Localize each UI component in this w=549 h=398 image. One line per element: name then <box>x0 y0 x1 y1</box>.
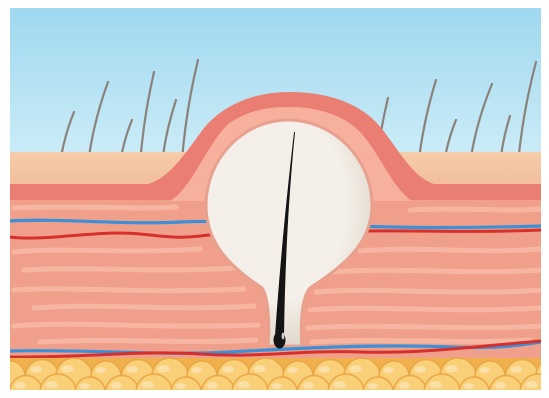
fat-cell-highlight <box>141 381 154 388</box>
dermis-fiber <box>360 249 541 251</box>
fat-cell-highlight <box>157 365 170 372</box>
fat-cell-highlight <box>398 382 410 389</box>
fat-cell-highlight <box>302 382 314 389</box>
fat-cell-highlight <box>480 367 491 373</box>
dermis-fiber <box>308 326 541 328</box>
hair-bulb-highlight <box>282 333 285 340</box>
fat-cell-highlight <box>206 382 218 389</box>
dermis-fiber <box>316 290 541 292</box>
fat-cell-highlight <box>368 383 379 389</box>
dermis-fiber <box>24 268 236 270</box>
fat-cell-highlight <box>349 365 362 372</box>
fat-cell-highlight <box>14 382 26 389</box>
fat-cell-highlight <box>429 381 442 388</box>
fat-cell-highlight <box>80 383 91 389</box>
fat-cell-highlight <box>253 365 266 372</box>
dermis-fiber <box>14 249 200 252</box>
fat-cell-highlight <box>414 366 426 373</box>
fat-cell-highlight <box>525 381 538 388</box>
fat-cell-highlight <box>192 367 203 373</box>
fat-cell-highlight <box>384 367 395 373</box>
fat-cell-highlight <box>445 365 458 372</box>
fat-cell-highlight <box>45 381 58 388</box>
fat-cell-highlight <box>272 383 283 389</box>
fat-cell-highlight <box>96 367 107 373</box>
fat-cell-highlight <box>222 366 234 373</box>
fat-cell-highlight <box>510 366 522 373</box>
dermis-fiber <box>410 209 541 210</box>
dermis-fiber <box>14 207 176 208</box>
fat-cell-highlight <box>126 366 138 373</box>
dermis-fiber <box>14 324 258 326</box>
fat-cell-highlight <box>333 381 346 388</box>
illustration-canvas <box>0 8 549 398</box>
dermis-fiber <box>34 306 254 308</box>
fat-cell-highlight <box>110 382 122 389</box>
dermis-fiber <box>14 289 244 291</box>
fat-cell-highlight <box>318 366 330 373</box>
fat-cell-highlight <box>30 366 42 373</box>
fat-cell-highlight <box>176 383 187 389</box>
fat-cell-highlight <box>61 365 74 372</box>
fat-cell-highlight <box>494 382 506 389</box>
dermis-fiber <box>310 308 541 310</box>
fat-cell-highlight <box>288 367 299 373</box>
fat-cell-highlight <box>237 381 250 388</box>
fat-cell-highlight <box>464 383 475 389</box>
dermis-fiber <box>330 270 541 272</box>
dermis-fiber <box>312 340 530 342</box>
dermis-fiber <box>40 340 256 342</box>
